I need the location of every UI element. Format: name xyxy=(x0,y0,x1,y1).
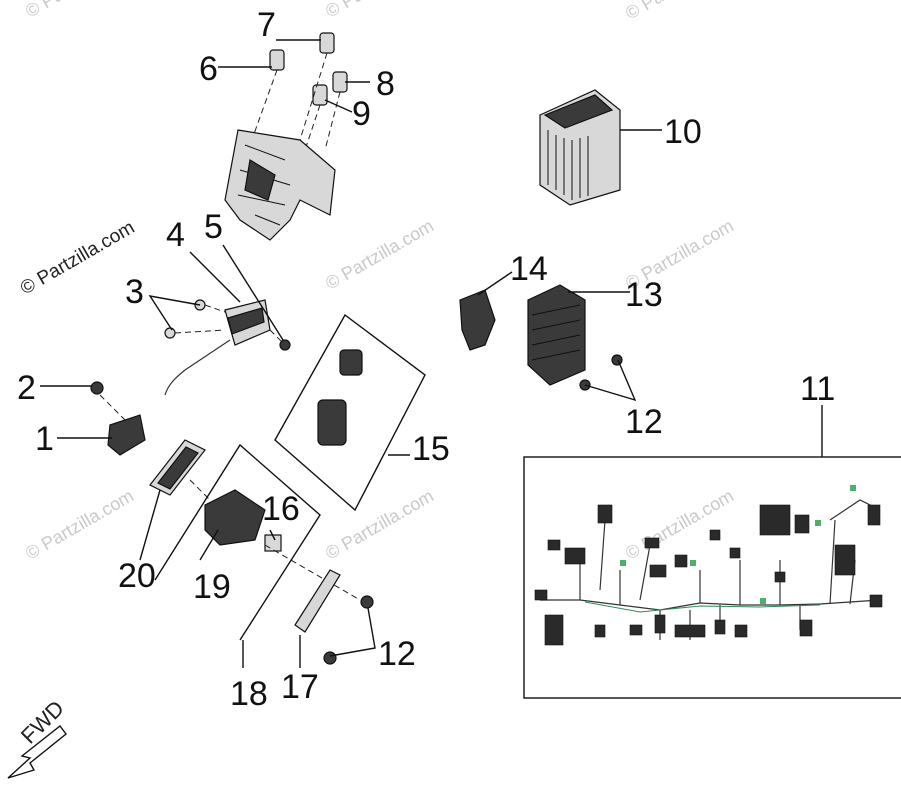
bracket-assembly xyxy=(224,32,348,241)
watermark: © Partzilla.com xyxy=(22,485,137,563)
sensor-b xyxy=(317,399,347,446)
screw-3b xyxy=(164,327,176,339)
callout-labels: 1 2 3 4 5 6 7 8 9 10 11 12 12 13 14 15 1… xyxy=(17,6,835,713)
callout-2: 2 xyxy=(17,369,36,407)
regulator-13 xyxy=(527,284,586,386)
watermark: © Partzilla.com xyxy=(322,0,437,21)
cdi-19 xyxy=(204,489,266,546)
callout-15: 15 xyxy=(412,430,450,468)
nut-12a xyxy=(360,595,374,609)
callout-11: 11 xyxy=(800,370,835,408)
bolt-6 xyxy=(269,49,285,71)
bolt-12c xyxy=(611,354,623,366)
callout-1: 1 xyxy=(35,420,54,458)
callout-13: 13 xyxy=(625,276,663,314)
callout-10: 10 xyxy=(664,113,702,151)
bracket-recess xyxy=(244,159,276,201)
callout-5: 5 xyxy=(204,208,223,246)
callout-3: 3 xyxy=(125,273,144,311)
callout-18: 18 xyxy=(230,675,268,713)
nut-5 xyxy=(279,339,291,351)
callout-17: 17 xyxy=(281,668,319,706)
callout-6: 6 xyxy=(199,50,218,88)
callout-8: 8 xyxy=(376,65,395,103)
battery xyxy=(539,89,621,206)
watermark: © Partzilla.com xyxy=(322,485,437,563)
callout-4: 4 xyxy=(166,216,185,254)
regulator xyxy=(459,284,623,391)
bracket xyxy=(224,129,336,241)
bolt-8 xyxy=(332,71,348,93)
fwd-arrow-icon xyxy=(7,725,67,779)
wiring-harness xyxy=(523,456,901,699)
nut-2 xyxy=(90,381,104,395)
callout-7: 7 xyxy=(257,6,276,44)
harness-frame xyxy=(523,456,901,699)
ignition-coil xyxy=(164,299,291,396)
nut-12b xyxy=(323,651,337,665)
callout-16: 16 xyxy=(262,490,300,528)
forward-direction: FWD xyxy=(7,695,69,779)
sensor-box xyxy=(274,313,426,512)
watermark: © Partzilla.com xyxy=(622,0,737,23)
callout-14: 14 xyxy=(510,250,548,288)
watermark: © Partzilla.com xyxy=(322,215,437,293)
watermark-main: © Partzilla.com xyxy=(17,217,138,299)
callout-12-left: 12 xyxy=(378,635,416,673)
leader-lines xyxy=(40,39,823,668)
callout-9: 9 xyxy=(352,95,371,133)
watermark: © Partzilla.com xyxy=(622,485,737,563)
bolt-9 xyxy=(312,84,328,106)
callout-19: 19 xyxy=(193,568,231,606)
relay xyxy=(90,381,146,456)
cdi-assembly xyxy=(149,439,374,665)
watermark: © Partzilla.com xyxy=(22,0,137,21)
part-14 xyxy=(459,289,496,351)
sensor-a xyxy=(339,349,363,376)
bolt-7 xyxy=(319,32,335,54)
callout-12-right: 12 xyxy=(625,403,663,441)
callout-20: 20 xyxy=(118,557,156,595)
relay-1 xyxy=(107,414,146,456)
strap-17 xyxy=(294,569,341,633)
